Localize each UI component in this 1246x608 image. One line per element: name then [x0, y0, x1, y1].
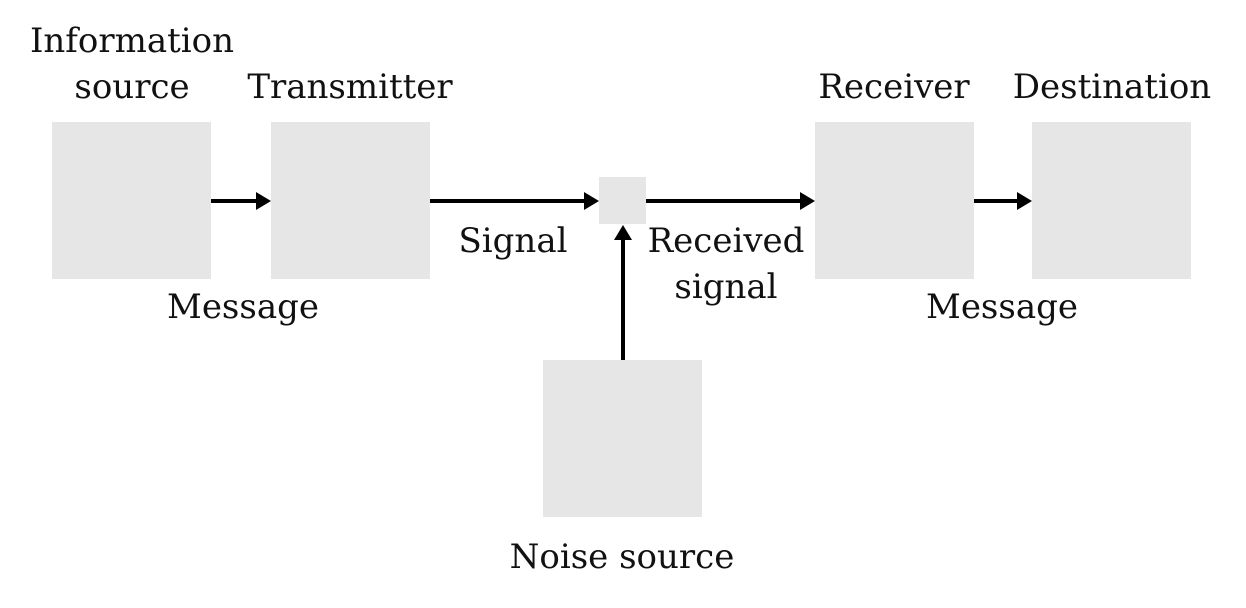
information-source-label-line2: source	[74, 67, 189, 107]
arrowhead-icon	[256, 192, 271, 210]
transmitter-block	[271, 122, 430, 279]
destination-label: Destination	[1013, 67, 1211, 107]
arrowhead-icon	[584, 192, 599, 210]
transmitter-label: Transmitter	[247, 67, 453, 107]
noise-arrow	[614, 225, 632, 360]
message-out-label: Message	[926, 287, 1078, 327]
arrowhead-icon	[800, 192, 815, 210]
message-arrow-in	[211, 192, 271, 210]
information-source-block	[52, 122, 211, 279]
received-signal-arrow	[646, 192, 815, 210]
message-in-label: Message	[167, 287, 319, 327]
received-signal-label-line2: signal	[674, 267, 777, 307]
message-arrow-out	[974, 192, 1032, 210]
arrowhead-icon	[614, 225, 632, 240]
receiver-block	[815, 122, 974, 279]
destination-block	[1032, 122, 1191, 279]
signal-arrow	[430, 192, 599, 210]
signal-label: Signal	[459, 221, 568, 261]
arrowhead-icon	[1017, 192, 1032, 210]
information-source-label-line1: Information	[30, 21, 234, 61]
mixer-node	[599, 177, 646, 224]
receiver-label: Receiver	[818, 67, 970, 107]
noise-source-label: Noise source	[510, 537, 735, 577]
received-signal-label-line1: Received	[648, 221, 805, 261]
noise-source-block	[543, 360, 702, 517]
